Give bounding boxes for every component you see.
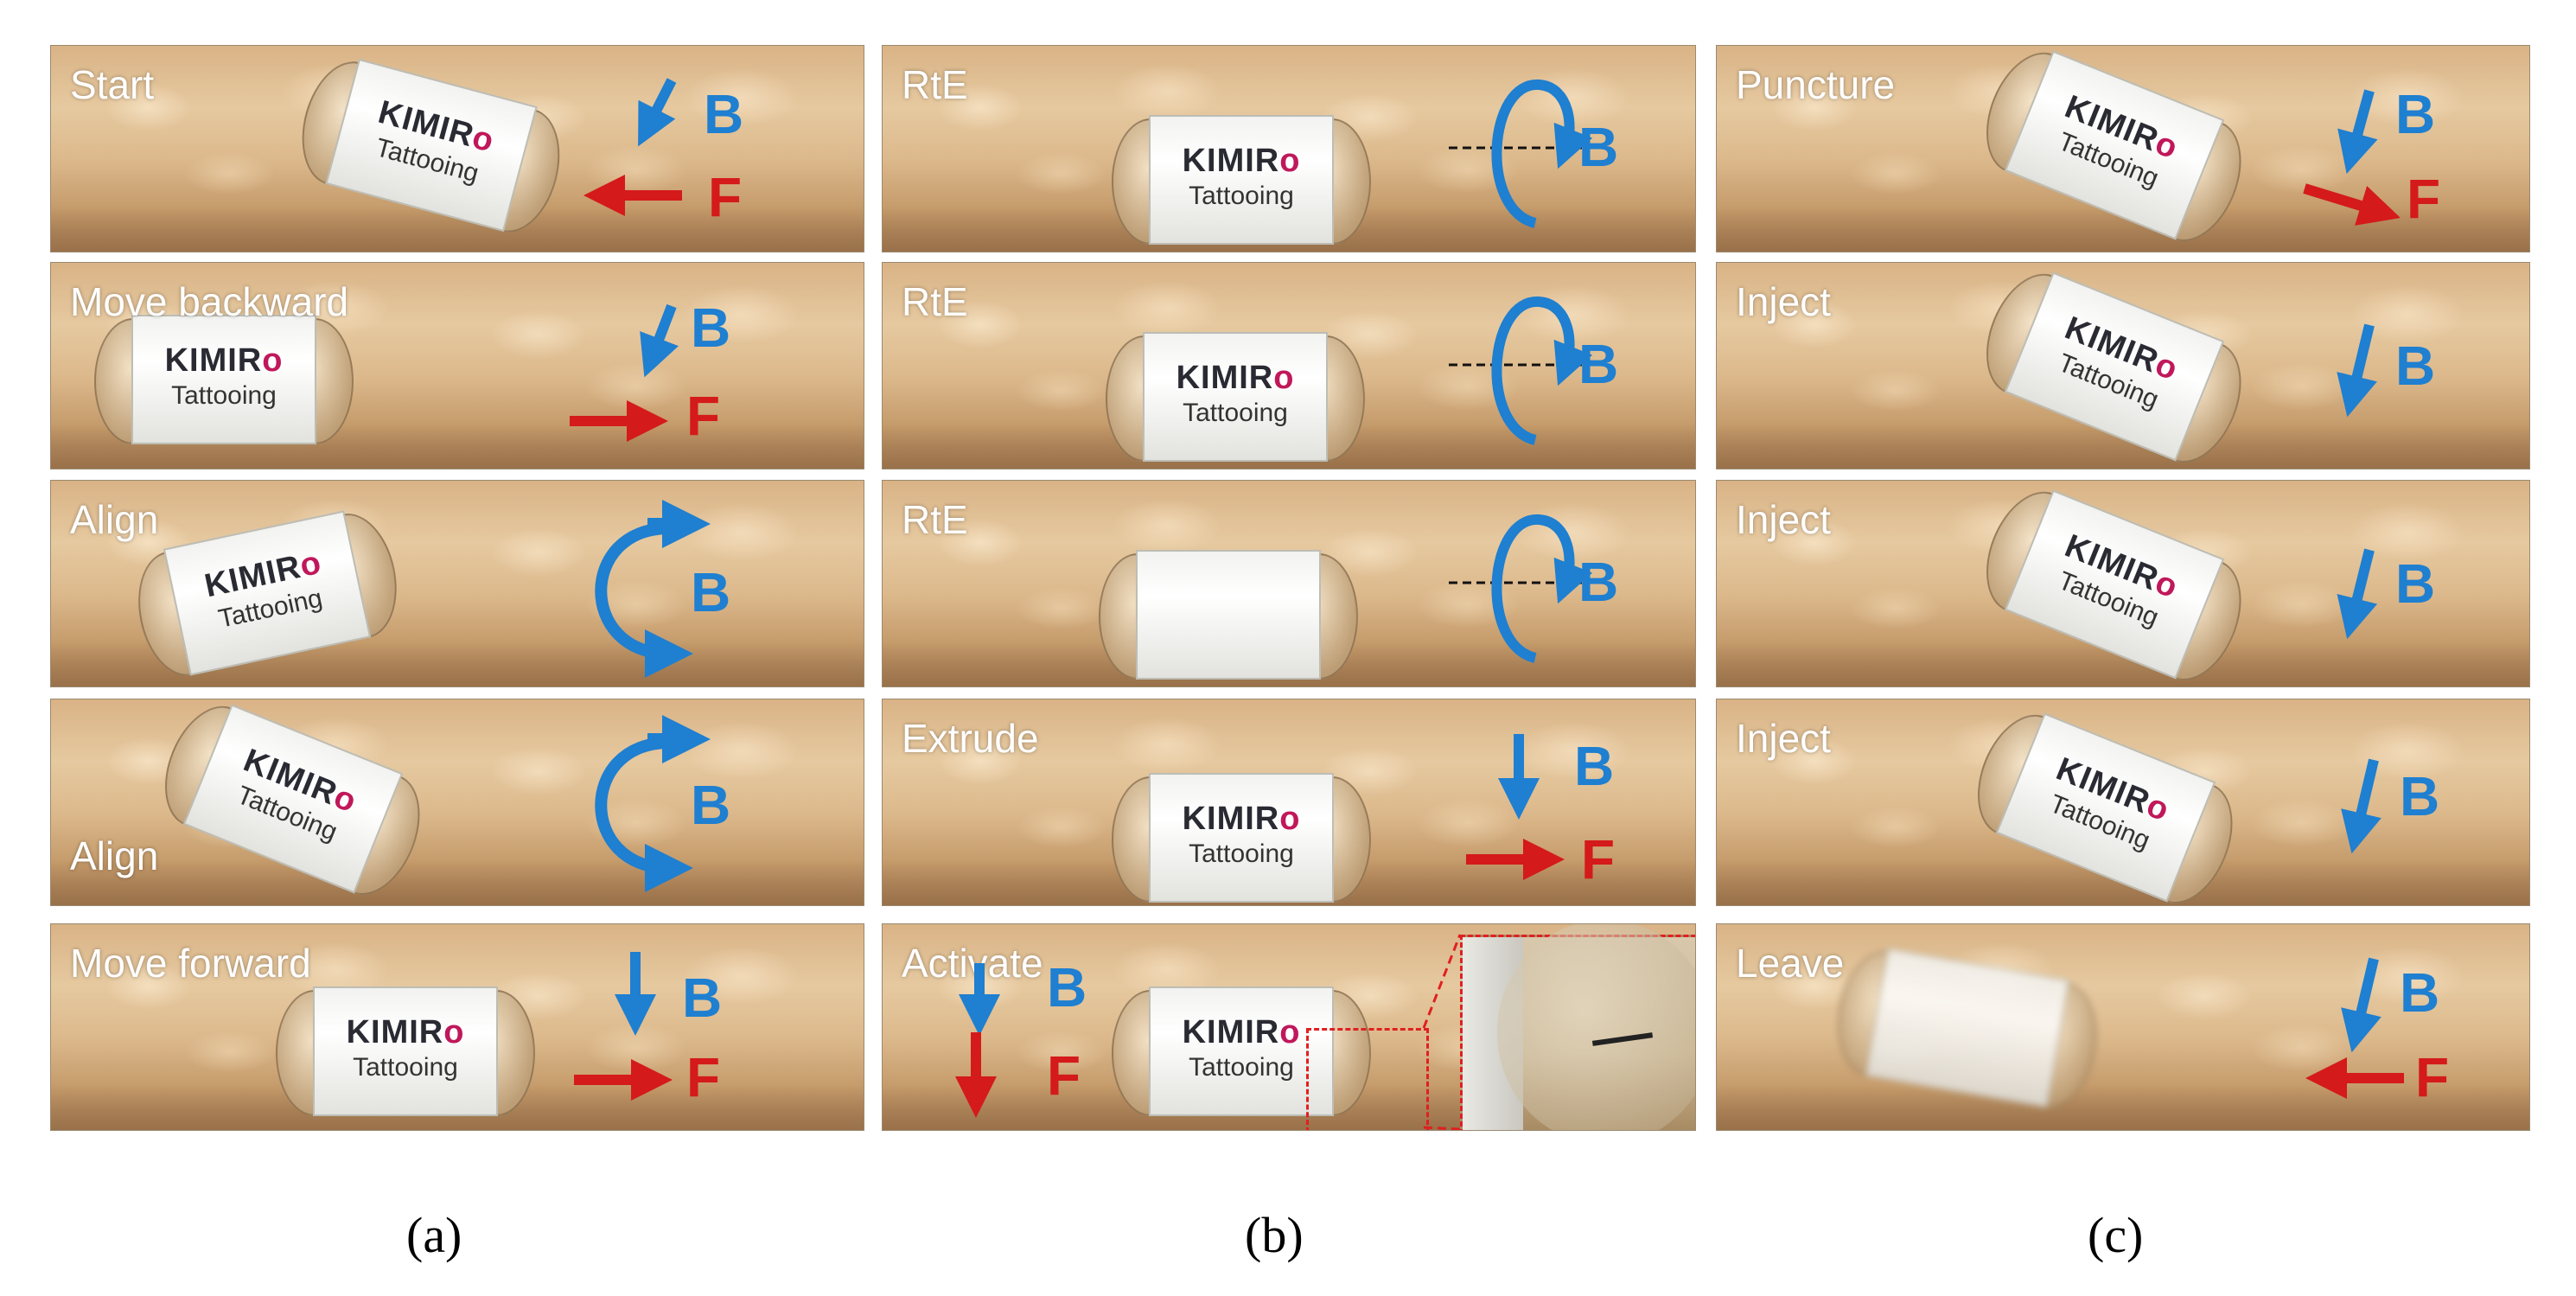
force-label: F (1047, 1044, 1081, 1107)
field-rotation-arrow (595, 500, 711, 678)
panel-label: Align (70, 833, 159, 878)
field-label: B (691, 561, 731, 623)
panel-label: Leave (1736, 941, 1845, 986)
field-label: B (682, 967, 723, 1029)
field-arrow-icon (638, 78, 677, 147)
field-arrow (2337, 323, 2377, 418)
zoom-connector (1422, 934, 1462, 1029)
panel-label: Puncture (1736, 62, 1896, 107)
rotation-arrow-icon (1491, 79, 1593, 228)
rotation-arrow-icon (595, 737, 693, 892)
panel-label: Move backward (70, 279, 349, 324)
zoom-connector (1423, 1126, 1461, 1130)
field-arrow (2337, 548, 2378, 640)
force-label: F (2407, 168, 2441, 230)
field-label: B (1578, 551, 1619, 613)
panel-label: Activate (902, 941, 1043, 986)
panel-label: RtE (902, 62, 968, 107)
rolling-field-arrow (1449, 79, 1593, 228)
field-arrow-icon (2337, 323, 2377, 418)
panel-label: Extrude (902, 716, 1039, 761)
panel-c-leave: Leave B F (1716, 923, 2530, 1131)
zoom-inset (1460, 924, 1695, 1130)
panel-label: RtE (902, 497, 968, 542)
capsule (1099, 550, 1358, 680)
force-arrow-icon (2303, 183, 2401, 226)
field-label: B (691, 297, 731, 359)
field-label: B (1578, 333, 1619, 395)
rolling-field-arrow (1449, 514, 1593, 663)
field-label: B (2400, 765, 2440, 827)
field-label: B (2395, 552, 2436, 615)
field-and-force-arrows (2305, 957, 2404, 1099)
panel-label: Move forward (70, 941, 311, 986)
field-label: B (2395, 83, 2436, 145)
field-arrow-icon (2337, 548, 2378, 640)
panel-label: Inject (1736, 279, 1831, 324)
rolling-field-arrow (1449, 296, 1593, 445)
field-and-force-arrows (574, 952, 673, 1101)
force-label: F (686, 1046, 721, 1108)
field-and-force-arrows (2303, 89, 2401, 226)
panel-label: RtE (902, 279, 968, 324)
force-label: F (1581, 828, 1616, 891)
field-rotation-arrow (595, 715, 711, 892)
field-label: B (704, 83, 744, 145)
panel-b-rte-3: RtE B (882, 480, 1696, 687)
field-label: B (2400, 961, 2440, 1024)
force-label: F (708, 166, 743, 228)
field-and-force-arrows (583, 78, 682, 216)
rotation-arrow-icon (1491, 514, 1593, 663)
field-label: B (1578, 116, 1619, 178)
field-label: B (691, 774, 731, 836)
caption-c: (c) (2088, 1207, 2144, 1263)
field-arrow-icon (2341, 957, 2382, 1053)
rotation-arrow-icon (1491, 296, 1593, 445)
field-and-force-arrows (1466, 734, 1565, 880)
field-and-force-arrows (570, 303, 679, 442)
panel-label: Start (70, 62, 155, 107)
field-arrow (2341, 758, 2382, 854)
field-label: B (1574, 735, 1615, 797)
field-label: B (1047, 956, 1087, 1018)
caption-b: (b) (1245, 1207, 1304, 1263)
caption-a: (a) (406, 1207, 462, 1263)
rotation-arrow-icon (595, 522, 693, 678)
panel-label: Align (70, 497, 159, 542)
field-label: B (2395, 335, 2436, 397)
field-arrow-icon (2341, 758, 2382, 854)
field-arrow-icon (640, 303, 679, 378)
panel-label: Inject (1736, 497, 1831, 542)
zoom-source-box (1306, 1028, 1429, 1130)
field-and-force-arrows (955, 934, 1462, 1130)
force-label: F (2415, 1046, 2450, 1108)
field-arrow-icon (2337, 89, 2378, 175)
panel-label: Inject (1736, 716, 1831, 761)
force-label: F (686, 385, 721, 447)
